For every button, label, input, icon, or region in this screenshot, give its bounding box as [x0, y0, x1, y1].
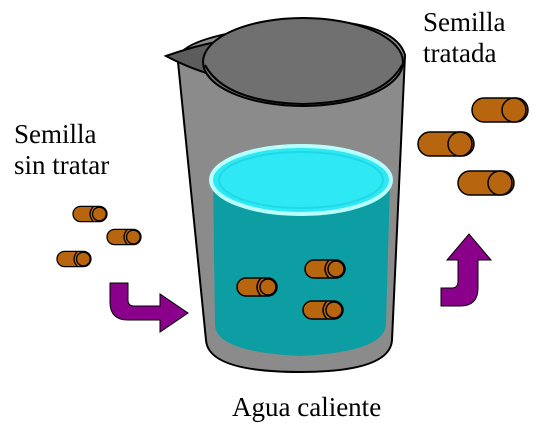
- untreated-seeds: [56, 205, 142, 268]
- seed-icon: [302, 300, 344, 320]
- beaker-icon: [163, 17, 407, 374]
- treated-seed-label-line1: Semilla: [423, 7, 506, 37]
- seed-icon: [236, 277, 278, 297]
- seed-icon: [471, 97, 529, 123]
- untreated-seed-label-line2: sin tratar: [14, 150, 110, 180]
- treated-seeds: [417, 97, 529, 196]
- treated-seed-label-line2: tratada: [423, 38, 497, 68]
- seed-icon: [106, 228, 142, 246]
- water-surface: [209, 144, 393, 216]
- curved-arrow-icon: [109, 282, 189, 333]
- seed-icon: [304, 259, 346, 279]
- beaker-rim-inner: [204, 64, 403, 106]
- hot-water-label: Agua caliente: [232, 392, 382, 422]
- seed-icon: [457, 170, 515, 196]
- beaker-opening: [202, 17, 404, 107]
- seed-icon: [72, 205, 108, 223]
- water-body: [213, 180, 390, 356]
- curved-arrow-icon: [440, 233, 493, 307]
- treated-seed-label: Semilla tratada: [423, 7, 506, 69]
- untreated-seed-label: Semilla sin tratar: [14, 119, 109, 181]
- seed-icon: [417, 131, 475, 157]
- untreated-seed-label-line1: Semilla: [14, 119, 97, 149]
- seed-icon: [56, 250, 92, 268]
- water-surface-inner: [218, 151, 384, 209]
